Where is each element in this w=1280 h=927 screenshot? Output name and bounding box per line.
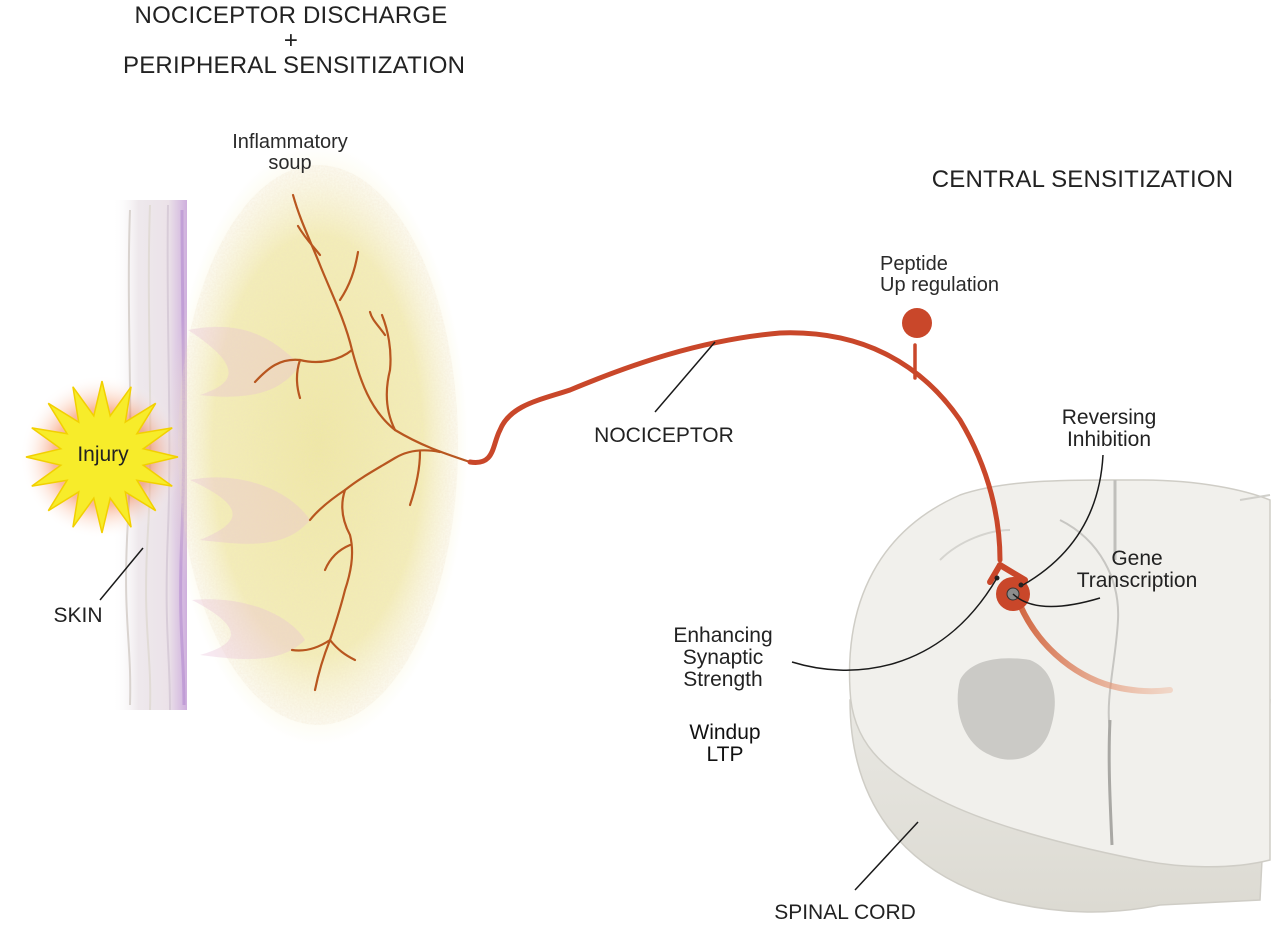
spinal-cord-label: SPINAL CORD <box>774 901 916 924</box>
gene-label-line-1: Gene <box>1111 547 1163 570</box>
inflammatory-soup-label: Inflammatory soup <box>210 132 370 174</box>
title-line-2: + <box>283 27 299 55</box>
windup-label-line-2: LTP <box>706 743 744 767</box>
windup-label-line-1: Windup <box>689 721 761 744</box>
peptide-label: Peptide Up regulation <box>880 254 1030 296</box>
reversing-label-line-1: Reversing <box>1061 406 1157 429</box>
central-sensitization-title: CENTRAL SENSITIZATION <box>931 166 1234 193</box>
nociceptor-axon <box>467 330 1173 695</box>
inflammatory-label-line-1: Inflammatory <box>232 131 348 153</box>
peptide-label-line-2: Up regulation <box>880 274 999 296</box>
reversing-inhibition-label: Reversing Inhibition <box>1040 406 1178 452</box>
peptide-label-line-1: Peptide <box>880 253 948 275</box>
windup-ltp-label: Windup LTP <box>672 721 778 767</box>
enhancing-label-line-1: Enhancing <box>673 624 773 647</box>
title-block: NOCICEPTOR DISCHARGE + PERIPHERAL SENSIT… <box>123 2 466 80</box>
gene-label-line-2: Transcription <box>1076 569 1198 593</box>
reversing-label-line-2: Inhibition <box>1066 428 1152 452</box>
nociceptor-label: NOCICEPTOR <box>594 424 734 447</box>
enhancing-label-line-2: Synaptic <box>682 646 764 670</box>
inflammatory-label-line-2: soup <box>268 152 312 174</box>
nociceptor-terminals <box>253 193 472 692</box>
inflammatory-soup-region <box>168 145 468 745</box>
spinal-cord-section <box>848 479 1271 913</box>
injury-label: Injury <box>77 443 129 466</box>
injury-starburst <box>20 375 184 539</box>
skin-label: SKIN <box>53 604 103 627</box>
title-line-1: NOCICEPTOR DISCHARGE <box>134 2 448 29</box>
leader-lines <box>99 341 1104 891</box>
enhancing-synaptic-strength-label: Enhancing Synaptic Strength <box>660 624 786 692</box>
title-line-3: PERIPHERAL SENSITIZATION <box>123 52 466 80</box>
gene-transcription-label: Gene Transcription <box>1062 547 1212 593</box>
peptide-cell-body <box>902 308 932 338</box>
enhancing-label-line-3: Strength <box>683 668 763 692</box>
